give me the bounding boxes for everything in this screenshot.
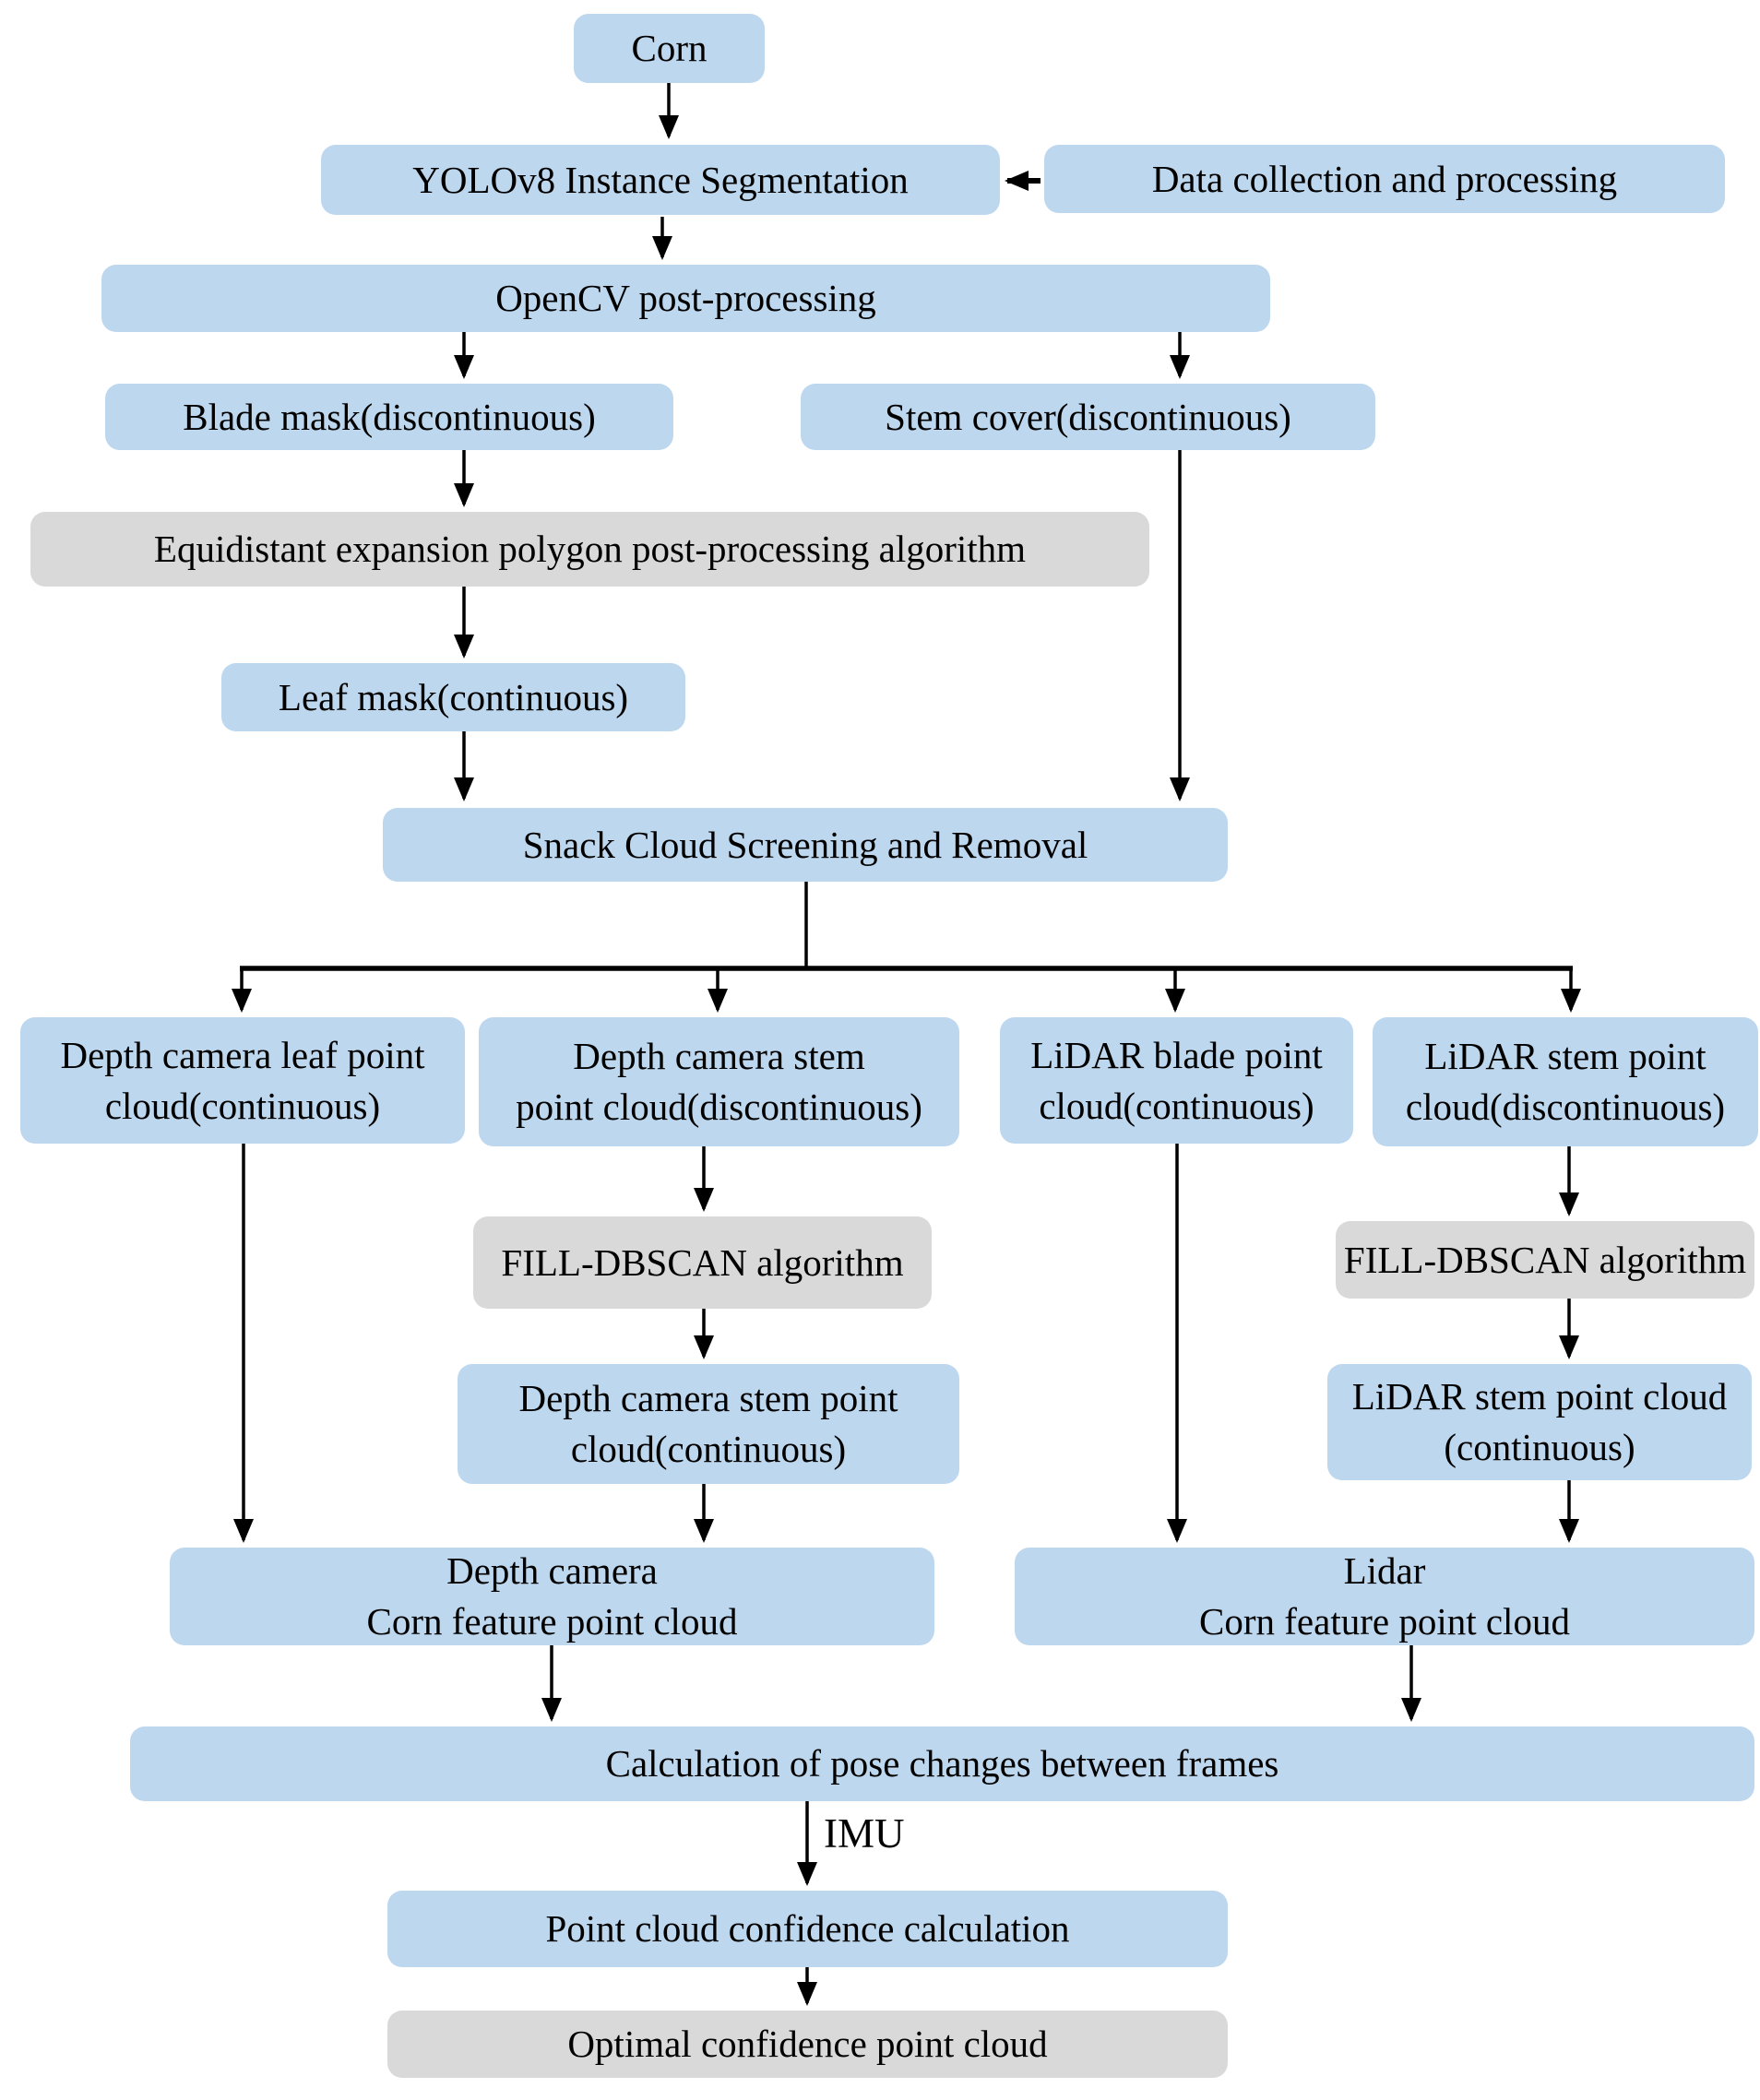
node-snack-cloud-screening: Snack Cloud Screening and Removal [383,808,1228,882]
node-depth-camera-stem-point-cloud-continuous: Depth camera stem point cloud(continuous… [458,1364,959,1484]
node-depth-camera-corn-feature-point-cloud: Depth camera Corn feature point cloud [170,1548,934,1645]
node-blade-mask: Blade mask(discontinuous) [105,384,673,450]
node-leaf-mask: Leaf mask(continuous) [221,663,685,731]
node-data-collection: Data collection and processing [1044,145,1725,213]
node-fill-dbscan-right: FILL-DBSCAN algorithm [1336,1221,1754,1299]
node-calculation-pose-changes: Calculation of pose changes between fram… [130,1726,1754,1801]
node-depth-camera-leaf-point-cloud: Depth camera leaf point cloud(continuous… [20,1017,465,1144]
node-point-cloud-confidence-calculation: Point cloud confidence calculation [387,1891,1228,1967]
node-lidar-stem-point-cloud-discontinuous: LiDAR stem point cloud(discontinuous) [1373,1017,1758,1146]
node-opencv-postprocessing: OpenCV post-processing [101,265,1270,332]
node-depth-camera-stem-point-cloud-discontinuous: Depth camera stem point cloud(discontinu… [479,1017,959,1146]
node-fill-dbscan-left: FILL-DBSCAN algorithm [473,1216,932,1309]
node-lidar-blade-point-cloud: LiDAR blade point cloud(continuous) [1000,1017,1353,1144]
node-stem-cover: Stem cover(discontinuous) [801,384,1375,450]
node-corn: Corn [574,14,765,83]
node-lidar-stem-point-cloud-continuous: LiDAR stem point cloud (continuous) [1327,1364,1752,1480]
node-yolov8-instance-segmentation: YOLOv8 Instance Segmentation [321,145,1000,215]
node-lidar-corn-feature-point-cloud: Lidar Corn feature point cloud [1015,1548,1754,1645]
node-optimal-confidence-point-cloud: Optimal confidence point cloud [387,2011,1228,2078]
edge-label-imu: IMU [824,1810,905,1857]
node-equidistant-expansion-algorithm: Equidistant expansion polygon post-proce… [30,512,1149,587]
